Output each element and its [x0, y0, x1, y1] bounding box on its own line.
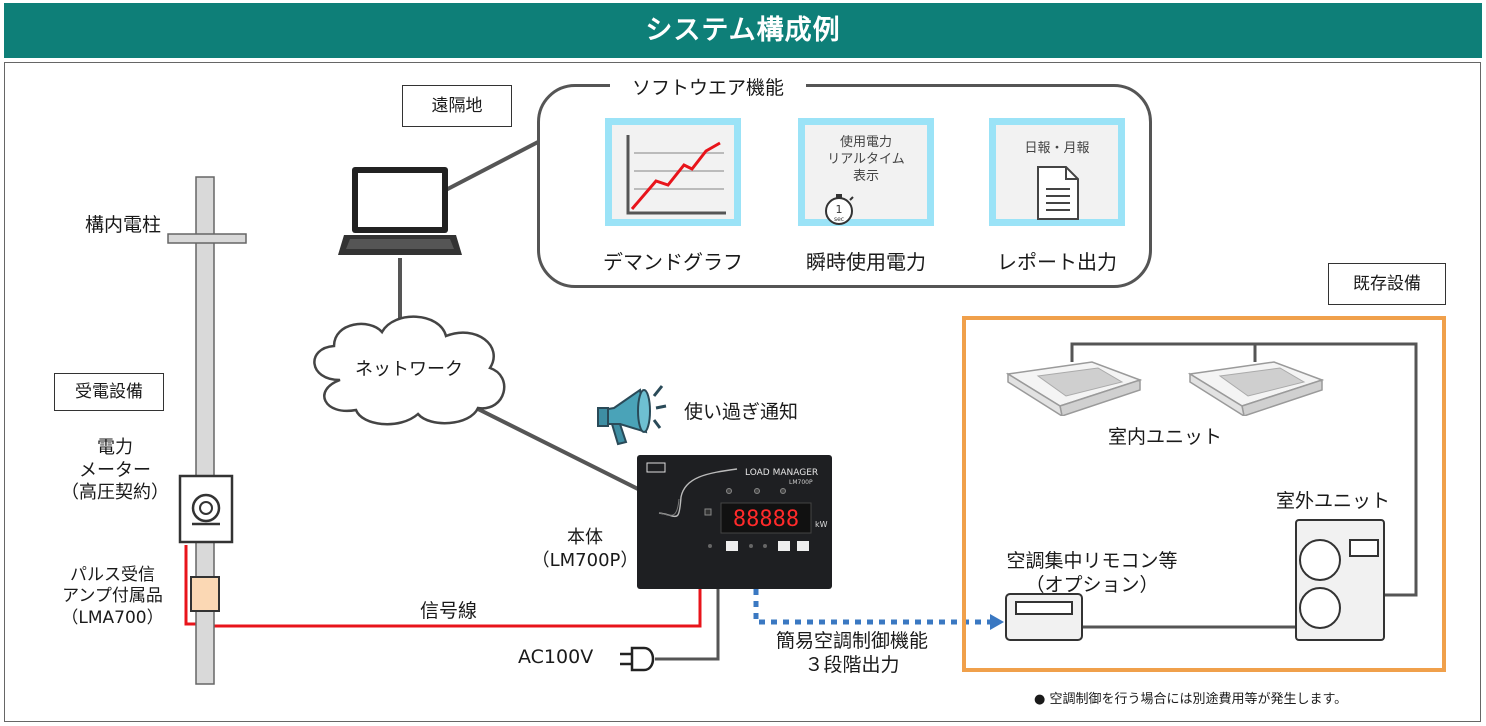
pole-label: 構内電柱 [85, 214, 162, 236]
svg-text:sec: sec [834, 216, 844, 223]
existing-equipment-label: 既存設備 [1328, 263, 1446, 305]
signal-line-label: 信号線 [420, 600, 478, 622]
substation-label: 受電設備 [54, 373, 164, 411]
outdoor-unit-label: 室外ユニット [1276, 490, 1391, 512]
indoor-unit-icon [1187, 361, 1325, 416]
network-cloud-icon [313, 315, 506, 426]
alert-label: 使い過ぎ通知 [684, 401, 799, 423]
remote-controller-icon [1005, 593, 1083, 641]
remote-location-label: 遠隔地 [402, 85, 512, 127]
plug-icon [620, 646, 655, 672]
software-panel-title: ソフトウエア機能 [610, 73, 806, 100]
network-label: ネットワーク [355, 359, 463, 380]
outdoor-unit-icon [1295, 519, 1385, 641]
device-display: 88888 [733, 507, 799, 532]
instant-power-text: 使用電力 リアルタイム 表示 [827, 135, 905, 184]
pole-crossarm [167, 233, 247, 244]
utility-pole [195, 176, 215, 685]
indoor-unit-label: 室内ユニット [1108, 426, 1223, 448]
svg-text:1: 1 [836, 203, 843, 216]
power-cable [655, 589, 720, 661]
device-face: LOAD MANAGER LM700P 88888 kW [646, 462, 828, 551]
footnote: ● 空調制御を行う場合には別途費用等が発生します。 [1034, 692, 1348, 707]
tile-caption-demand: デマンドグラフ [603, 250, 743, 274]
page-title: システム構成例 [4, 3, 1482, 58]
instant-power-tile: 使用電力 リアルタイム 表示 1 sec [798, 118, 934, 226]
pulse-amp-unit [190, 576, 220, 612]
document-icon [1037, 166, 1079, 220]
tile-caption-instant-power: 瞬時使用電力 [806, 250, 926, 274]
demand-graph-tile [605, 118, 741, 226]
network-device-link [469, 403, 641, 492]
meter-label: 電力 メーター （高圧契約） [61, 437, 169, 503]
stopwatch-icon: 1 sec [825, 194, 854, 225]
device-model: LM700P [789, 479, 813, 486]
laptop-software-link [439, 140, 539, 195]
power-label: AC100V [518, 646, 594, 668]
laptop-icon [338, 167, 462, 255]
load-manager-device: LOAD MANAGER LM700P 88888 kW [637, 455, 832, 589]
control-label: 簡易空調制御機能 ３段階出力 [775, 630, 928, 676]
control-line [753, 589, 990, 625]
diagram-frame [4, 62, 1481, 722]
device-title: LOAD MANAGER [745, 468, 818, 478]
line-chart-icon [626, 135, 726, 215]
power-meter-icon [178, 474, 234, 544]
main-unit-label: 本体 （LM700P） [531, 527, 639, 571]
megaphone-icon [597, 385, 667, 446]
device-unit: kW [815, 520, 828, 529]
report-output-tile: 日報・月報 [989, 118, 1125, 226]
amp-label: パルス受信 アンプ付属品 （LMA700） [61, 565, 164, 628]
control-arrow [990, 614, 1004, 630]
remote-controller-label: 空調集中リモコン等 （オプション） [1006, 550, 1178, 596]
report-output-text: 日報・月報 [1024, 141, 1090, 156]
existing-equipment-frame [962, 316, 1446, 672]
tile-caption-report: レポート出力 [997, 250, 1117, 274]
indoor-unit-icon [1005, 361, 1143, 416]
